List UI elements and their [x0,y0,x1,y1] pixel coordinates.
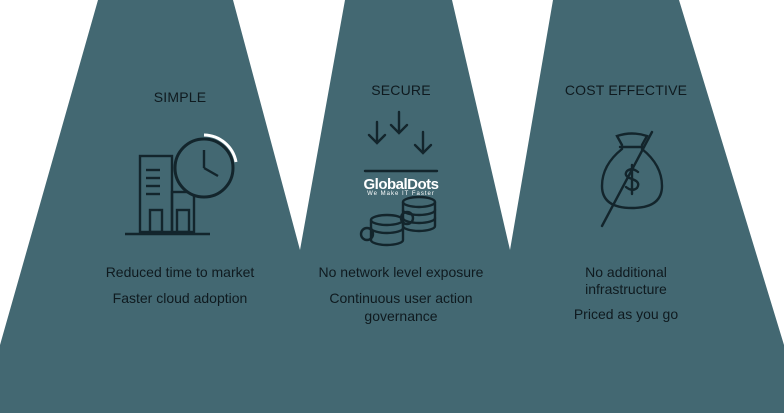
column-heading: COST EFFECTIVE [564,82,688,98]
logo-wordmark: GlobalDots [363,176,439,193]
benefit-line: Reduced time to market [105,264,255,280]
benefit-line: No network level exposure [318,264,484,280]
money-bag-crossed-icon [600,130,664,228]
benefit-line: Continuous user action [329,290,473,306]
arrows-database-icon [359,110,439,247]
column-heading: SIMPLE [153,89,207,105]
benefit-line: Priced as you go [573,306,679,322]
column-secure: SECURE GlobalDots We Make IT Faster No n… [292,0,510,413]
column-heading: SECURE [371,82,431,98]
benefit-line: No additional [585,264,667,280]
column-cost-effective: COST EFFECTIVE No additional infrastruct… [512,0,740,413]
logo-tagline: We Make IT Faster [367,191,435,197]
benefit-line: governance [364,308,438,324]
globaldots-logo: GlobalDots We Make IT Faster [292,176,510,197]
building-clock-icon [125,133,238,236]
benefit-line: Faster cloud adoption [112,290,248,306]
column-simple: SIMPLE Reduced time to market Faster clo… [68,0,292,413]
benefit-line: infrastructure [585,281,667,297]
